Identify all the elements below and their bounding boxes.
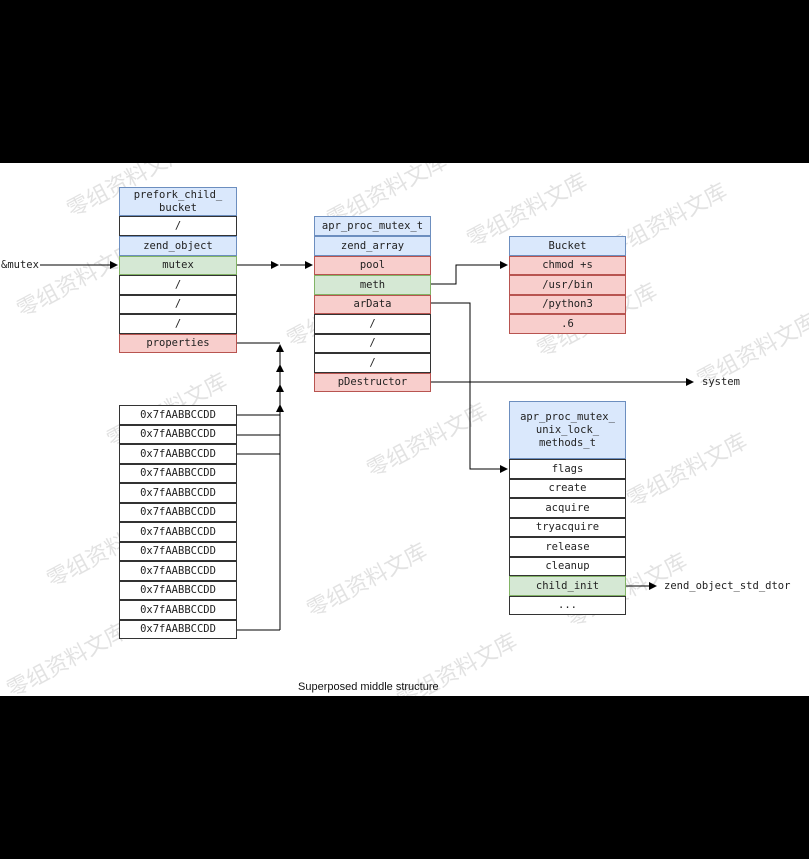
bucket1-header: prefork_child_ bucket <box>119 187 237 216</box>
address-cell: 0x7fAABBCCDD <box>119 483 237 503</box>
bucket1-row: mutex <box>119 256 237 275</box>
mutex-t-row: / <box>314 314 431 334</box>
address-cell: 0x7fAABBCCDD <box>119 444 237 464</box>
address-cell: 0x7fAABBCCDD <box>119 405 237 425</box>
methods-header: apr_proc_mutex_ unix_lock_ methods_t <box>509 401 626 459</box>
methods-row: child_init <box>509 576 626 596</box>
connector-lines <box>40 261 694 631</box>
mutex-t-row: / <box>314 334 431 353</box>
address-cell: 0x7fAABBCCDD <box>119 600 237 620</box>
bucket1-row: / <box>119 275 237 295</box>
mutex-t-row: pool <box>314 256 431 275</box>
address-cell: 0x7fAABBCCDD <box>119 542 237 561</box>
bucket2-row: .6 <box>509 314 626 334</box>
mutex-ref-label: &mutex <box>1 259 39 271</box>
diagram-canvas: 零组资料文库 零组资料文库 零组资料文库 零组资料文库 零组资料文库 零组资料文… <box>0 163 809 696</box>
address-cell: 0x7fAABBCCDD <box>119 561 237 581</box>
bucket2-header: Bucket <box>509 236 626 256</box>
bucket1-row: / <box>119 216 237 236</box>
mutex-t-row: / <box>314 353 431 373</box>
methods-row: release <box>509 537 626 557</box>
bucket1-row: zend_object <box>119 236 237 256</box>
address-cell: 0x7fAABBCCDD <box>119 620 237 639</box>
bucket2-row: /usr/bin <box>509 275 626 295</box>
address-cell: 0x7fAABBCCDD <box>119 522 237 542</box>
bucket2-row: /python3 <box>509 295 626 314</box>
mutex-t-row: pDestructor <box>314 373 431 392</box>
mutex-t-row: zend_array <box>314 236 431 256</box>
methods-row: cleanup <box>509 557 626 576</box>
methods-row: acquire <box>509 498 626 518</box>
bucket2-row: chmod +s <box>509 256 626 275</box>
address-cell: 0x7fAABBCCDD <box>119 581 237 600</box>
ardata-to-methods-arrow <box>431 302 508 473</box>
meth-to-bucket-arrow <box>431 261 508 285</box>
bucket1-row: properties <box>119 334 237 353</box>
methods-row: ... <box>509 596 626 615</box>
mutex-t-header: apr_proc_mutex_t <box>314 216 431 236</box>
bucket1-row: / <box>119 295 237 314</box>
address-cell: 0x7fAABBCCDD <box>119 503 237 522</box>
address-cell: 0x7fAABBCCDD <box>119 425 237 444</box>
methods-row: tryacquire <box>509 518 626 537</box>
diagram-caption: Superposed middle structure <box>298 681 439 693</box>
zend-dtor-label: zend_object_std_dtor <box>664 580 791 592</box>
mutex-t-row: meth <box>314 275 431 295</box>
bucket1-row: / <box>119 314 237 334</box>
methods-row: flags <box>509 459 626 479</box>
methods-row: create <box>509 479 626 498</box>
system-label: system <box>702 376 740 388</box>
mutex-t-row: arData <box>314 295 431 314</box>
address-cell: 0x7fAABBCCDD <box>119 464 237 483</box>
